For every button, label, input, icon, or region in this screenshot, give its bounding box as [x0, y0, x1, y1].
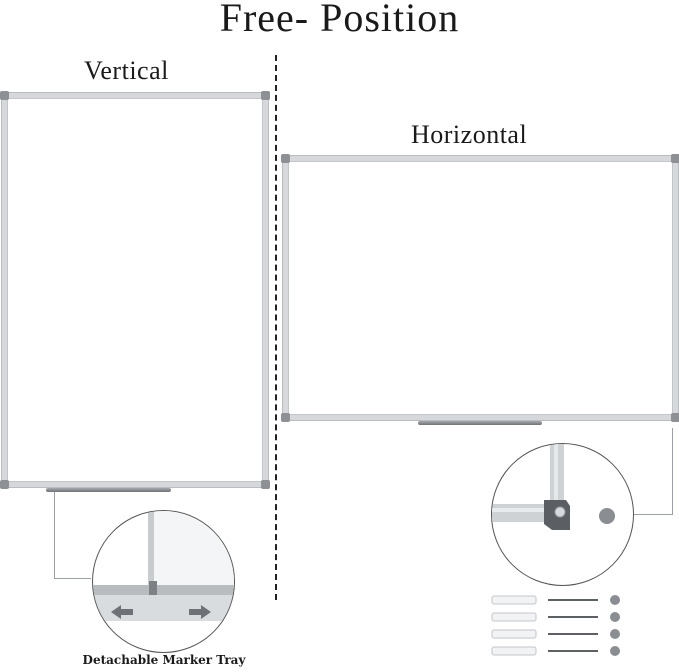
corner-cap [0, 91, 9, 100]
page-title: Free- Position [219, 0, 460, 40]
marker-tray-caption: Detachable Marker Tray [82, 653, 246, 667]
dashed-divider [275, 55, 277, 600]
arrow-right-icon [189, 605, 211, 619]
screw-icon [548, 599, 598, 652]
whiteboard-vertical [0, 91, 270, 489]
mounting-hardware [490, 590, 640, 665]
corner-cap [281, 154, 290, 163]
hardware-icons [491, 595, 620, 656]
wall-anchor-icon [491, 595, 537, 656]
corner-cap [0, 480, 9, 489]
callout-line-corner [634, 428, 673, 515]
marker-tray-icon [93, 511, 234, 621]
corner-cap [261, 91, 270, 100]
marker-tray-detail [92, 510, 235, 653]
marker-tray-horizontal [418, 421, 542, 425]
vertical-label: Vertical [84, 56, 169, 85]
corner-cap [281, 413, 290, 422]
callout-line-tray [54, 492, 91, 579]
corner-bracket-icon [492, 444, 615, 530]
horizontal-label: Horizontal [411, 120, 528, 149]
corner-bracket-detail [491, 443, 634, 586]
whiteboard-horizontal [281, 154, 679, 422]
arrow-left-icon [111, 605, 133, 619]
corner-cap [671, 413, 679, 422]
corner-cap [671, 154, 679, 163]
magnet-cap-icon [610, 595, 620, 656]
marker-tray-vertical [46, 488, 171, 492]
corner-cap [261, 480, 270, 489]
